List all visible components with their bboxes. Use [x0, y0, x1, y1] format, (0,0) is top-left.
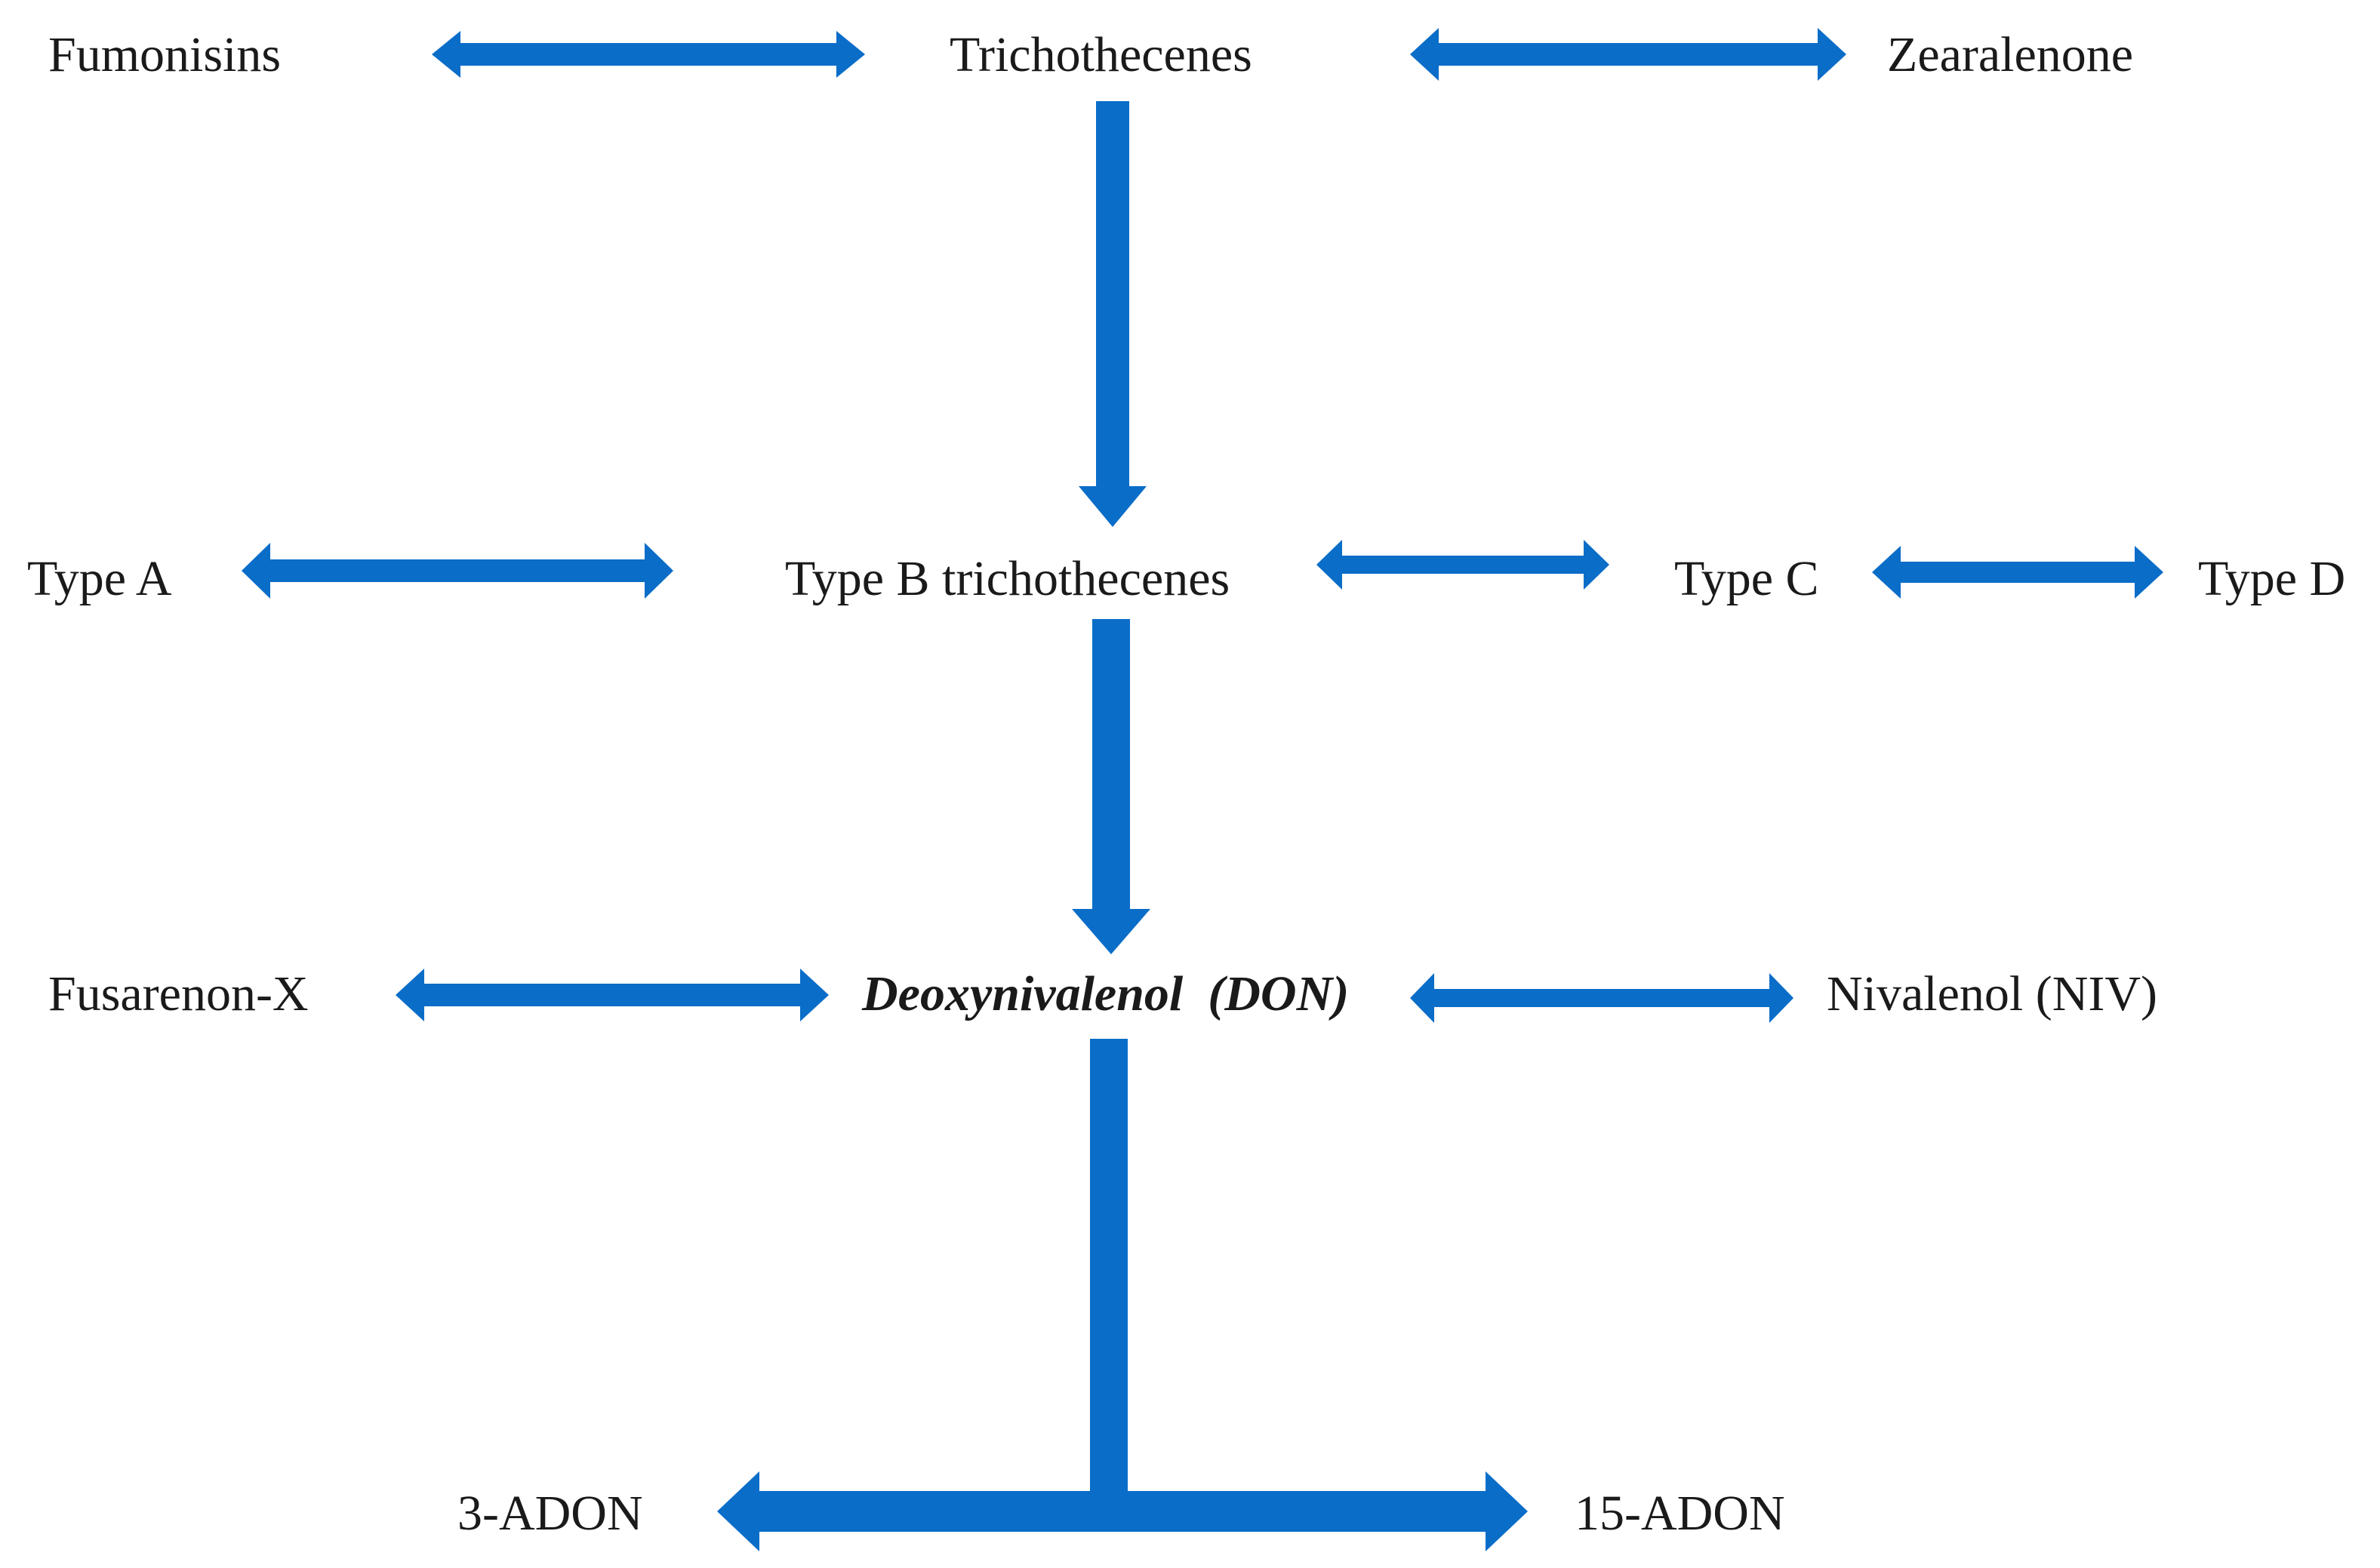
arrow-trichothecenes-zearalenone [1410, 28, 1846, 81]
arrow-adon3-adon15 [717, 1471, 1528, 1551]
arrow-typea-typeb [242, 543, 673, 599]
node-fusarenon-x: Fusarenon-X [48, 966, 309, 1021]
node-trichothecenes: Trichothecenes [950, 27, 1252, 82]
node-type-c: Type C [1674, 551, 1819, 606]
node-zearalenone: Zearalenone [1887, 27, 2134, 82]
arrow-typeb-typec [1316, 540, 1609, 590]
arrow-typec-typed [1872, 546, 2163, 599]
node-type-b-trichothecenes: Type B trichothecenes [785, 551, 1230, 606]
node-deoxynivalenol: Deoxynivalenol (DON) [862, 966, 1350, 1021]
node-3-adon: 3-ADON [457, 1486, 643, 1541]
arrow-fumonisins-trichothecenes [432, 31, 865, 78]
arrow-don-niv [1410, 973, 1793, 1023]
node-15-adon: 15-ADON [1575, 1486, 1785, 1541]
arrow-trichothecenes-typeb [1079, 101, 1147, 527]
node-type-d: Type D [2198, 551, 2346, 606]
node-nivalenol: Nivalenol (NIV) [1827, 966, 2158, 1021]
node-type-a: Type A [27, 551, 172, 606]
arrow-typeb-don [1072, 619, 1150, 954]
arrow-fusarenonx-don [396, 969, 829, 1021]
node-fumonisins: Fumonisins [48, 27, 282, 82]
arrow-don-split [1090, 1039, 1128, 1517]
